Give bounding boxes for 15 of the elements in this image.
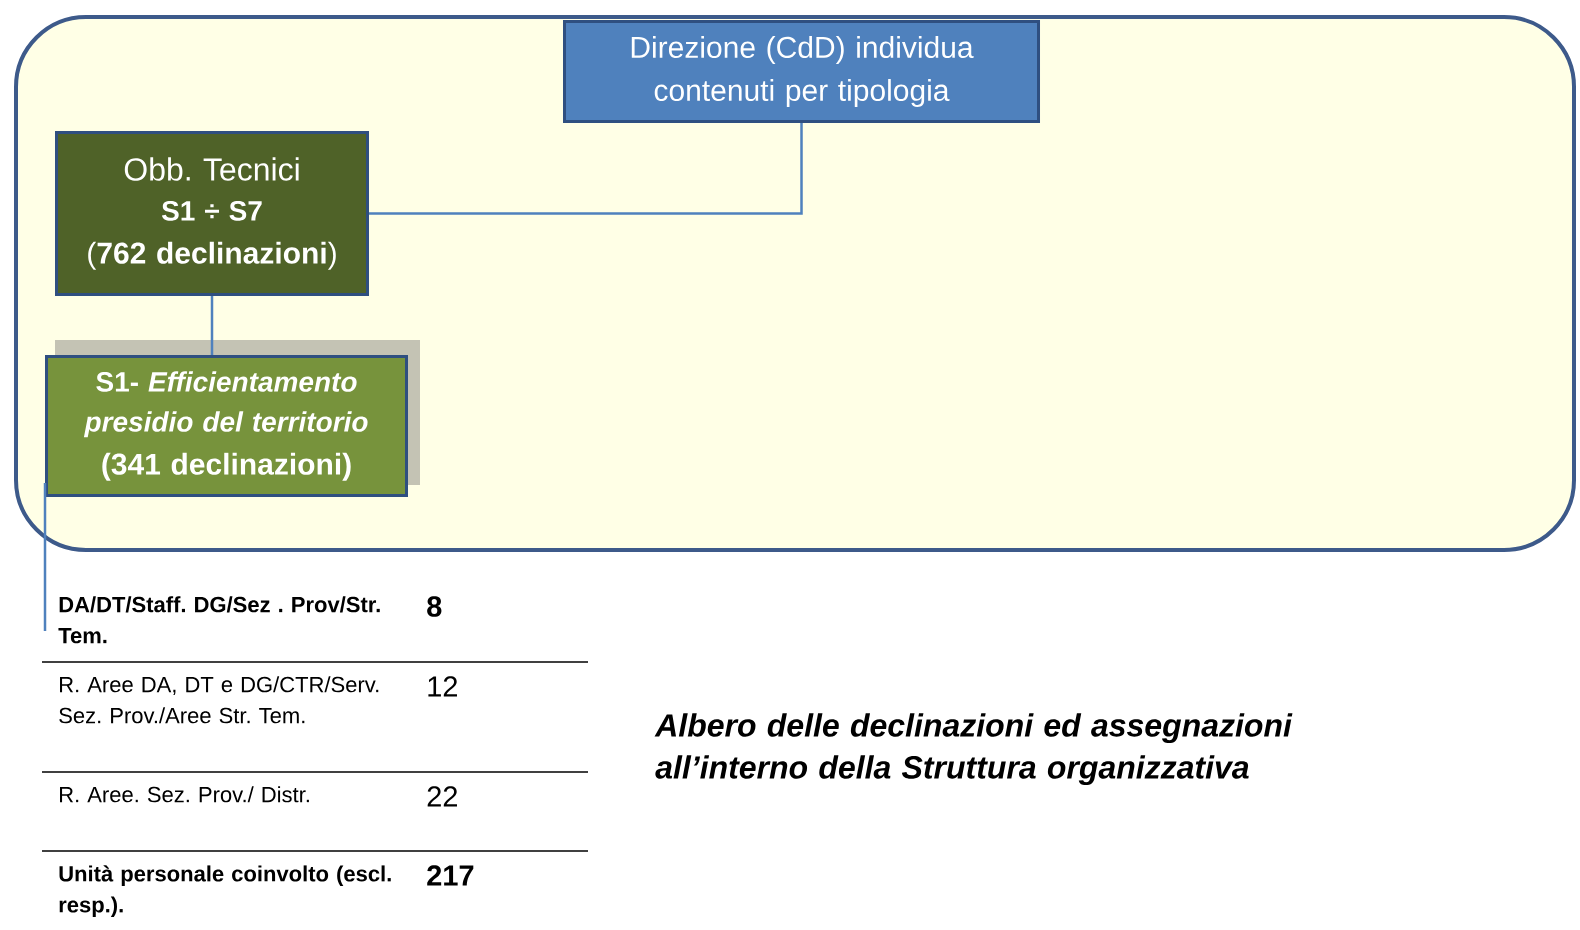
caption: Albero delle declinazioni ed assegnazioni all’interno della Struttura organizzativa	[654, 713, 1293, 786]
process-box: S1- Efficientamento presidio del territorio (341 declinazioni)	[45, 355, 408, 497]
table-cell: 22	[427, 786, 457, 807]
table-cell: 12	[428, 676, 457, 697]
connector-line	[43, 483, 47, 631]
table-cell: 8	[427, 596, 442, 617]
connector-line	[369, 123, 803, 215]
process-box: Obb. Tecnici S1 ÷ S7 (762 declinazioni)	[55, 131, 369, 296]
table-cell: R. Aree. Sez. Prov./ Distr.	[60, 786, 309, 803]
table-cell: DA/DT/Staff. DG/Sez . Prov/Str. Tem.	[58, 596, 380, 644]
process-box: Direzione (CdD) individua contenuti per tipologia	[563, 20, 1040, 123]
connector-line	[210, 296, 214, 355]
table-cell: R. Aree DA, DT e DG/CTR/Serv. Sez. Prov./Aree Str. Tem.	[59, 676, 379, 724]
table-cell: 217	[427, 865, 474, 886]
table-cell: Unità personale coinvolto (escl. resp.).	[59, 865, 391, 917]
